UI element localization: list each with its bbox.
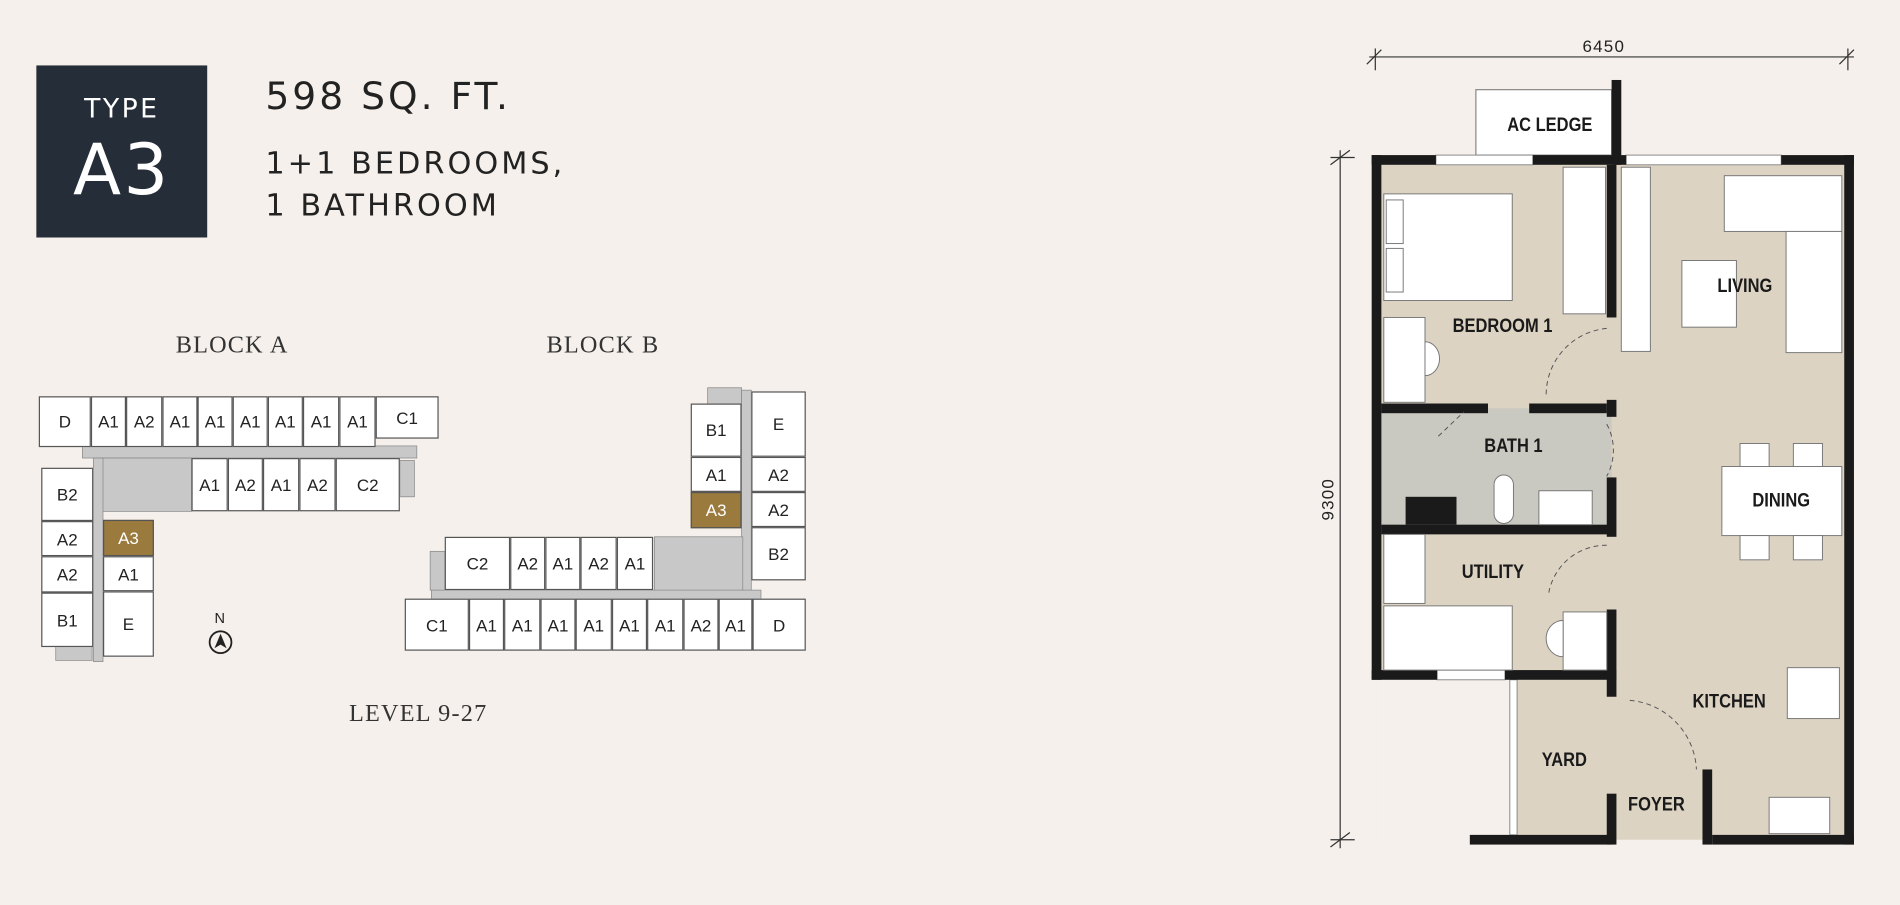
unit-area: 598 SQ. FT. [265, 75, 512, 119]
block-b-unit-a1: A1 [575, 598, 612, 651]
room-label-foyer: FOYER [1628, 794, 1685, 816]
block-a-unit-a1: A1 [162, 396, 198, 448]
utility-wardrobe [1383, 533, 1426, 604]
block-a-unit-b1: B1 [41, 592, 94, 648]
wardrobe [1562, 166, 1607, 315]
block-b-unit-a1: A1 [545, 536, 581, 591]
dining-table [1721, 466, 1843, 537]
sink [1768, 796, 1831, 835]
block-b-unit-b2: B2 [751, 527, 806, 581]
block-b-core [653, 536, 744, 592]
room-label-bedroom: BEDROOM 1 [1452, 316, 1553, 337]
north-label: N [214, 609, 225, 627]
block-a-unit-a2: A2 [227, 458, 263, 512]
north-arrow-icon [208, 630, 233, 655]
level-label: LEVEL 9-27 [348, 700, 488, 728]
block-b-unit-a2: A2 [510, 536, 546, 591]
block-b-unit-a3: A3 [690, 491, 742, 529]
coffee-table [1681, 260, 1737, 328]
type-label: TYPE [84, 94, 160, 125]
bed-bedroom [1383, 193, 1513, 301]
block-a-unit-a1: A1 [262, 458, 300, 512]
utility-desk [1562, 611, 1608, 671]
width-dimension: 6450 [1582, 36, 1626, 56]
block-a-unit-c1: C1 [375, 396, 439, 439]
block-b-unit-e: E [751, 391, 806, 457]
fridge [1786, 667, 1840, 720]
toilet [1493, 474, 1514, 524]
block-a-unit-e: E [102, 591, 154, 657]
block-b-unit-a1: A1 [718, 598, 753, 651]
block-b-unit-a1: A1 [690, 456, 742, 492]
block-a-unit-c2: C2 [335, 458, 400, 512]
block-b-unit-c2: C2 [444, 536, 511, 591]
block-a-unit-a2: A2 [41, 556, 94, 593]
block-a-unit-a1: A1 [197, 396, 233, 448]
block-a-unit-a1: A1 [232, 396, 268, 448]
block-a-unit-a2: A2 [126, 396, 163, 448]
block-b-unit-a2: A2 [580, 536, 617, 591]
block-b-unit-a1: A1 [540, 598, 576, 651]
block-a-unit-a2: A2 [41, 521, 94, 557]
bathroom-count: 1 BATHROOM [265, 187, 500, 223]
block-a-unit-a3: A3 [102, 519, 154, 557]
block-a-unit-a1: A1 [302, 396, 340, 448]
depth-dimension: 9300 [1317, 477, 1338, 521]
block-b-stair-west [429, 550, 446, 591]
basin [1538, 490, 1593, 526]
room-label-kitchen: KITCHEN [1692, 691, 1766, 713]
block-a-unit-a1: A1 [191, 458, 228, 512]
block-b-unit-a1: A1 [611, 598, 648, 651]
room-label-yard: YARD [1541, 750, 1587, 771]
block-b-unit-a1: A1 [616, 536, 654, 591]
block-b-unit-c1: C1 [404, 598, 469, 651]
block-b-unit-a1: A1 [647, 598, 684, 651]
block-a-unit-a1: A1 [339, 396, 376, 448]
block-b-unit-a1: A1 [504, 598, 541, 651]
room-label-ac-ledge: AC LEDGE [1507, 115, 1593, 136]
block-b-title: BLOCK B [546, 332, 660, 359]
block-b-unit-a1: A1 [468, 598, 505, 651]
unit-type-badge: TYPE A3 [36, 65, 208, 238]
block-a-unit-a1: A1 [90, 396, 127, 448]
dimension-lines [1330, 48, 1855, 849]
block-a-title: BLOCK A [175, 332, 289, 359]
block-b-unit-d: D [752, 598, 806, 651]
block-a-unit-a1: A1 [102, 556, 154, 592]
room-label-living: LIVING [1717, 276, 1773, 297]
block-b-unit-a2: A2 [683, 598, 719, 651]
block-a-unit-a2: A2 [299, 458, 336, 512]
tv-console [1620, 166, 1651, 352]
sofa [1723, 175, 1843, 232]
room-label-bath: BATH 1 [1484, 436, 1543, 457]
desk [1383, 316, 1426, 403]
block-b-unit-a2: A2 [751, 491, 806, 528]
block-a-unit-d: D [38, 396, 91, 448]
bed-utility [1383, 605, 1513, 671]
bedroom-count: 1+1 BEDROOMS, [265, 145, 566, 181]
type-code: A3 [72, 128, 171, 211]
room-label-dining: DINING [1752, 490, 1811, 512]
block-a-unit-a1: A1 [267, 396, 303, 448]
block-b-unit-b1: B1 [690, 403, 742, 457]
block-a-unit-b2: B2 [41, 467, 94, 522]
room-label-utility: UTILITY [1461, 562, 1524, 583]
block-b-unit-a2: A2 [751, 456, 806, 492]
